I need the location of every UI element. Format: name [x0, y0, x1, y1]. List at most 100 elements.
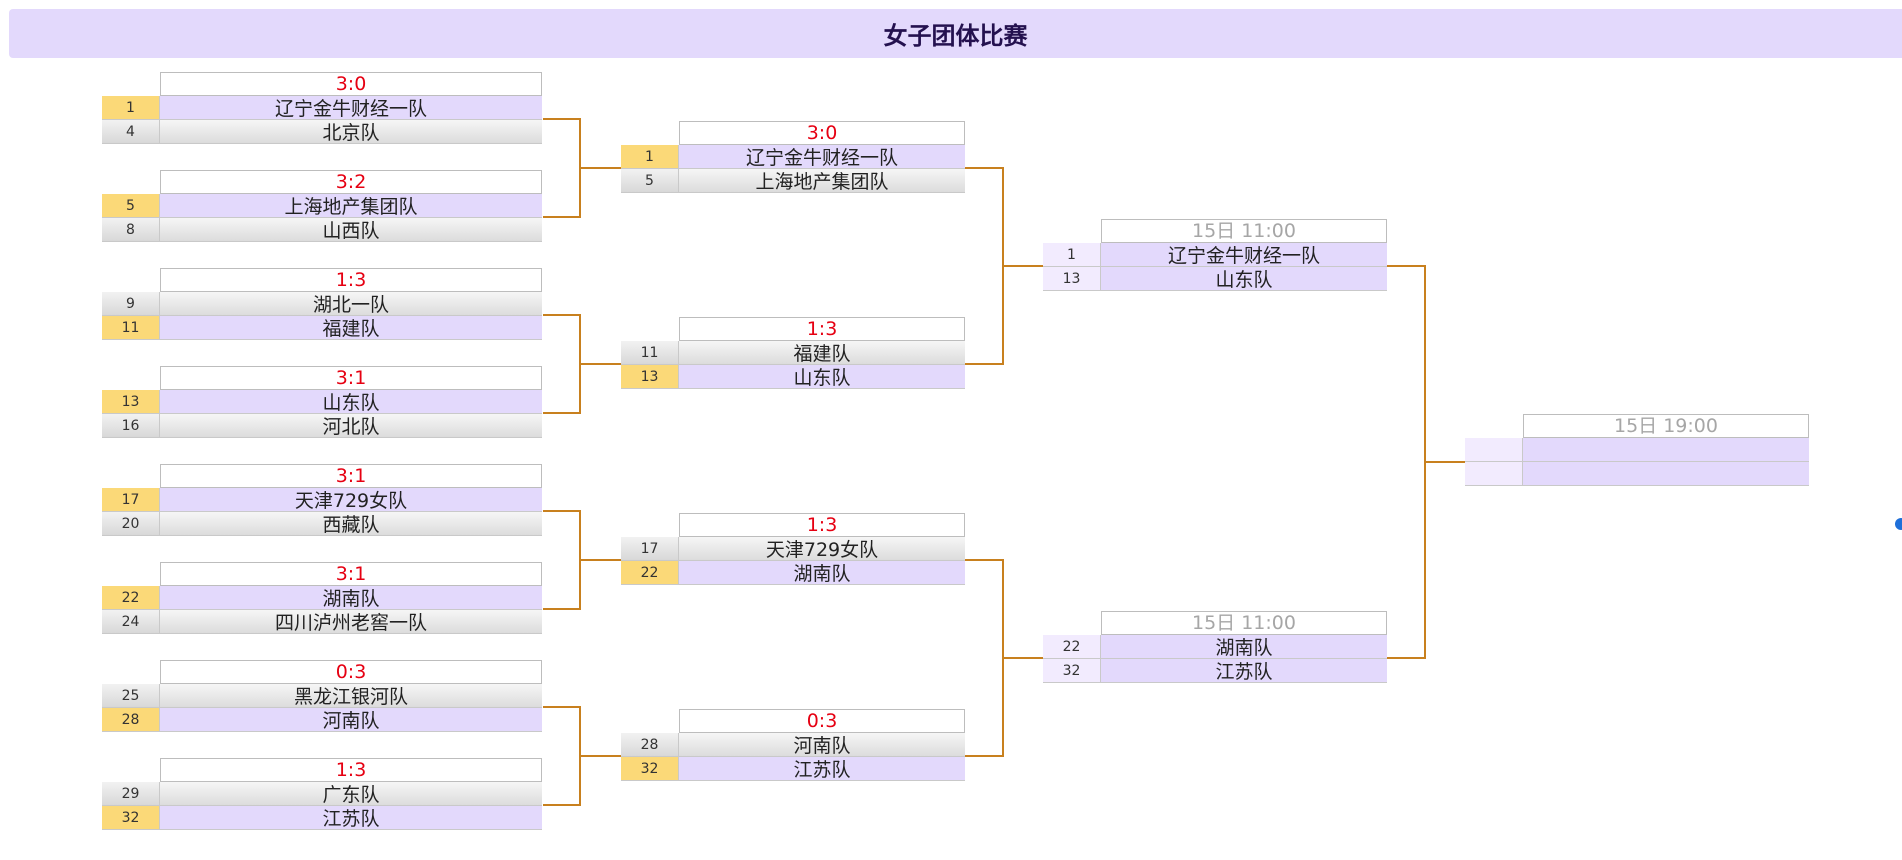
team-seed: 22 — [1043, 635, 1101, 658]
team-seed: 28 — [621, 733, 679, 756]
team-name: 黑龙江银河队 — [160, 684, 542, 708]
team-seed: 11 — [621, 341, 679, 364]
team-name: 福建队 — [160, 316, 542, 340]
connector-r1-2 — [543, 314, 581, 414]
team-name: 山东队 — [679, 365, 965, 389]
team-seed: 5 — [621, 169, 679, 192]
team-seed: 32 — [102, 806, 160, 829]
team-name: 湖南队 — [1101, 635, 1387, 659]
team-seed — [1465, 462, 1523, 485]
team-seed: 20 — [102, 512, 160, 535]
team-name: 四川泸州老窖一队 — [160, 610, 542, 634]
team-seed: 28 — [102, 708, 160, 731]
connector-sf — [1387, 265, 1426, 659]
team-name: 福建队 — [679, 341, 965, 365]
team-row[interactable] — [1465, 462, 1809, 486]
team-name: 江苏队 — [160, 806, 542, 830]
team-name: 湖南队 — [160, 586, 542, 610]
team-seed: 17 — [621, 537, 679, 560]
team-seed: 32 — [621, 757, 679, 780]
team-name: 江苏队 — [679, 757, 965, 781]
match-score: 1:3 — [679, 317, 965, 341]
team-seed: 13 — [621, 365, 679, 388]
match-final: 15日 19:00 — [1465, 414, 1809, 486]
connector-r2-2 — [965, 559, 1004, 757]
team-seed: 9 — [102, 292, 160, 315]
team-seed: 32 — [1043, 659, 1101, 682]
team-seed — [1465, 438, 1523, 461]
team-name: 辽宁金牛财经一队 — [679, 145, 965, 169]
team-seed: 1 — [621, 145, 679, 168]
page-title: 女子团体比赛 — [883, 22, 1028, 50]
team-name: 上海地产集团队 — [679, 169, 965, 193]
team-seed: 13 — [102, 390, 160, 413]
team-name: 山西队 — [160, 218, 542, 242]
team-name: 湖北一队 — [160, 292, 542, 316]
match-time: 15日 11:00 — [1101, 219, 1387, 243]
match-time: 15日 11:00 — [1101, 611, 1387, 635]
match-score: 1:3 — [160, 758, 542, 782]
connector-r1-4 — [543, 706, 581, 806]
team-name: 北京队 — [160, 120, 542, 144]
team-name: 湖南队 — [679, 561, 965, 585]
team-name: 江苏队 — [1101, 659, 1387, 683]
team-name: 辽宁金牛财经一队 — [160, 96, 542, 120]
scroll-indicator-dot[interactable] — [1895, 518, 1902, 530]
match-score: 1:3 — [679, 513, 965, 537]
match-time: 15日 19:00 — [1523, 414, 1809, 438]
team-name — [1523, 462, 1809, 485]
team-seed: 16 — [102, 414, 160, 437]
team-row[interactable] — [1465, 438, 1809, 462]
match-score: 3:1 — [160, 366, 542, 390]
match-score: 3:0 — [679, 121, 965, 145]
team-seed: 1 — [102, 96, 160, 119]
match-score: 3:2 — [160, 170, 542, 194]
team-name: 西藏队 — [160, 512, 542, 536]
team-seed: 4 — [102, 120, 160, 143]
match-score: 1:3 — [160, 268, 542, 292]
team-name: 山东队 — [1101, 267, 1387, 291]
team-seed: 8 — [102, 218, 160, 241]
team-seed: 13 — [1043, 267, 1101, 290]
match-score: 3:1 — [160, 562, 542, 586]
team-name: 天津729女队 — [160, 488, 542, 512]
match-score: 3:0 — [160, 72, 542, 96]
team-seed: 11 — [102, 316, 160, 339]
